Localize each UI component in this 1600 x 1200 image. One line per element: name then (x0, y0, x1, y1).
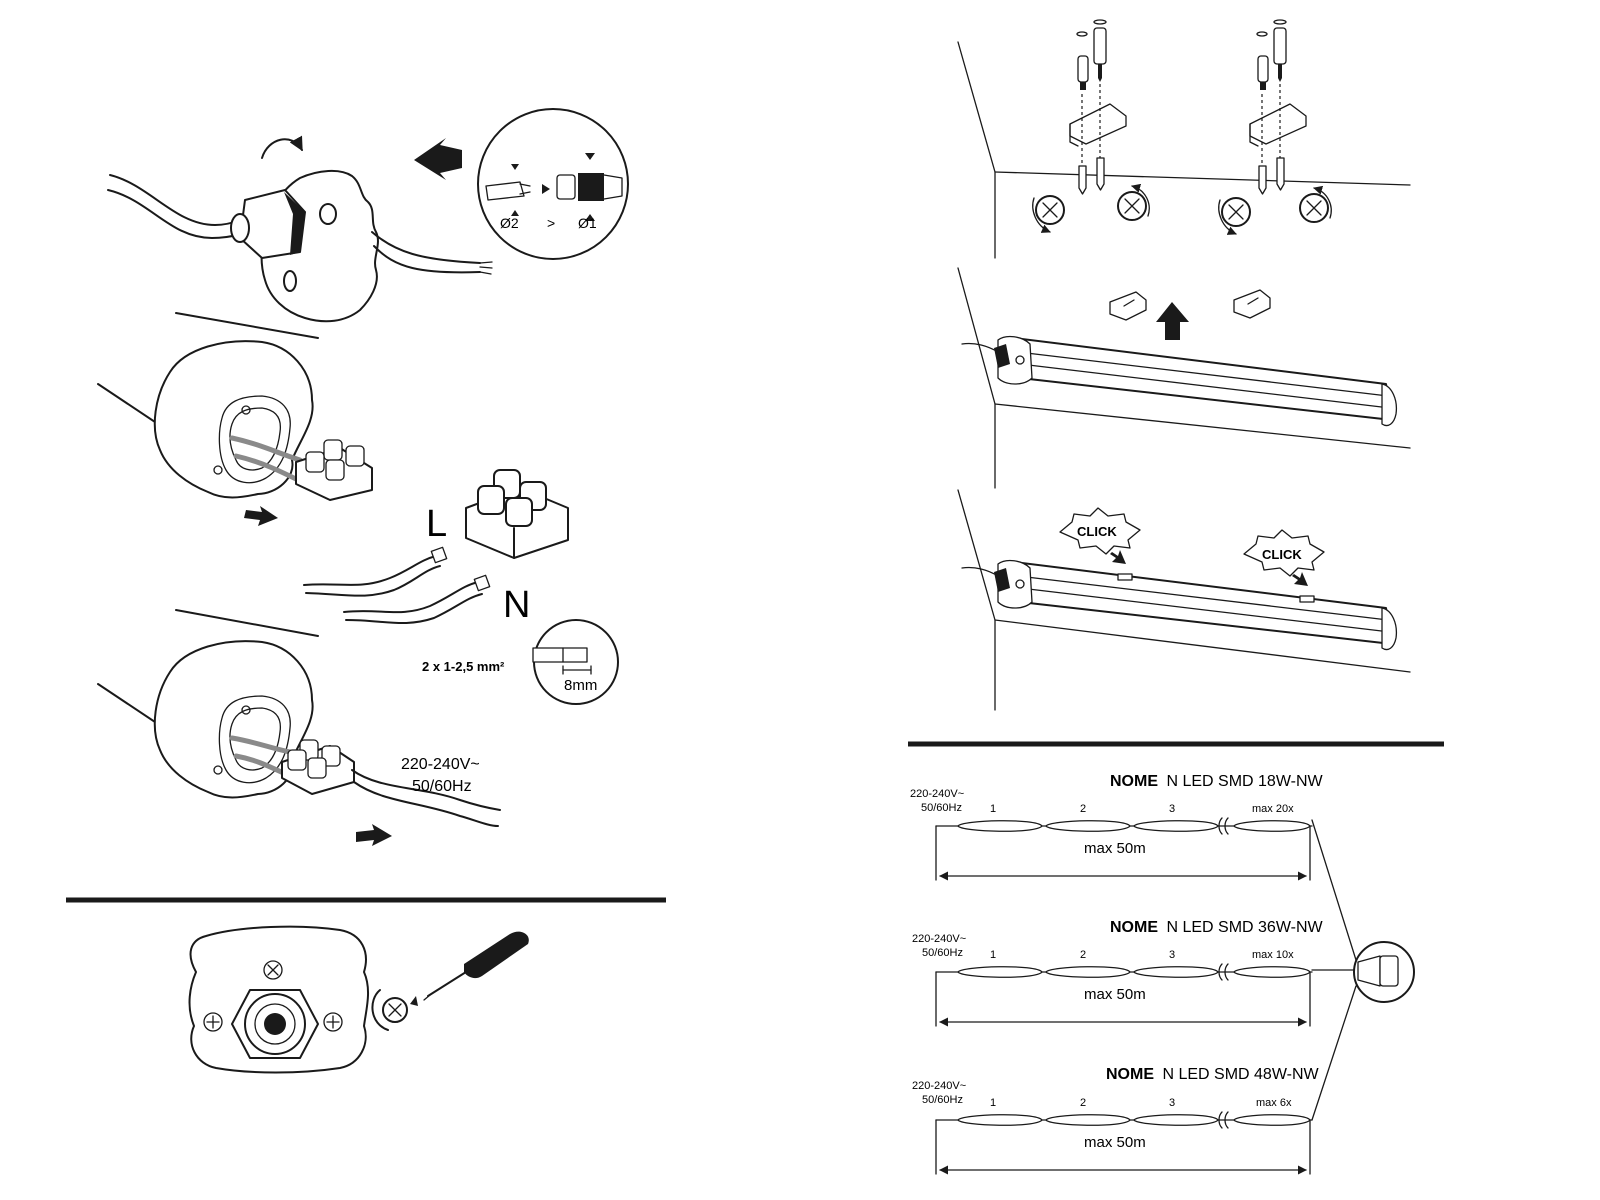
unit-label-1: 1 (990, 949, 996, 961)
step-terminal-block (97, 312, 373, 526)
chain-title-model: N LED SMD 36W-NW (1166, 919, 1323, 936)
step-fixture-click: CLICK CLICK (957, 489, 1411, 711)
step-cable-gland (107, 135, 493, 323)
supply-voltage: 220-240V~ (912, 1080, 966, 1092)
mains-voltage: 220-240V~ (401, 756, 480, 773)
gland-label-d2: Ø2 (500, 215, 519, 231)
unit-label-3: 3 (1169, 1097, 1175, 1109)
gland-compare-symbol: > (547, 215, 555, 231)
svg-text:NOME N LED SMD 36W-NW: NOME N LED SMD 36W-NW (1110, 919, 1324, 936)
click-label-2: CLICK (1262, 547, 1302, 562)
chain-title-brand: NOME (1110, 919, 1158, 936)
chain-title-model: N LED SMD 18W-NW (1166, 773, 1323, 790)
mains-frequency: 50/60Hz (412, 778, 472, 795)
supply-frequency: 50/60Hz (922, 947, 963, 959)
unit-label-2: 2 (1080, 949, 1086, 961)
through-wiring-diagram: NOME N LED SMD 18W-NW 220-240V~ 50/60Hz … (910, 773, 1415, 1175)
supply-frequency: 50/60Hz (922, 1094, 963, 1106)
chain-title-model: N LED SMD 48W-NW (1162, 1066, 1319, 1083)
neutral-label: N (503, 584, 530, 626)
strip-length: 8mm (564, 677, 597, 694)
unit-label-max: max 20x (1252, 803, 1294, 815)
unit-label-max: max 6x (1256, 1097, 1292, 1109)
step-fixture-insert (957, 267, 1411, 489)
length-label: max 50m (1084, 986, 1146, 1003)
unit-label-3: 3 (1169, 949, 1175, 961)
chain-36w: NOME N LED SMD 36W-NW 220-240V~ 50/60Hz … (912, 919, 1324, 1027)
step-end-cap-screws (188, 925, 529, 1074)
unit-label-max: max 10x (1252, 949, 1294, 961)
screwdriver-icon (423, 931, 529, 1001)
unit-label-2: 2 (1080, 803, 1086, 815)
step-mounting-clips (957, 19, 1411, 259)
gland-label-d1: Ø1 (578, 215, 597, 231)
supply-voltage: 220-240V~ (910, 788, 964, 800)
chain-48w: NOME N LED SMD 48W-NW 220-240V~ 50/60Hz … (912, 1066, 1320, 1175)
chain-title-brand: NOME (1106, 1066, 1154, 1083)
step-mains-connection: 220-240V~ 50/60Hz (97, 609, 501, 846)
screw-icon (263, 960, 283, 980)
supply-voltage: 220-240V~ (912, 933, 966, 945)
svg-text:NOME N LED SMD 18W-NW: NOME N LED SMD 18W-NW (1110, 773, 1324, 790)
length-label: max 50m (1084, 840, 1146, 857)
click-label-1: CLICK (1077, 524, 1117, 539)
unit-label-2: 2 (1080, 1097, 1086, 1109)
chain-18w: NOME N LED SMD 18W-NW 220-240V~ 50/60Hz … (910, 773, 1324, 881)
gland-detail: Ø2 > Ø1 (477, 108, 629, 260)
unit-label-3: 3 (1169, 803, 1175, 815)
live-neutral-wiring: L N 2 x 1-2,5 mm² 8mm (303, 469, 619, 705)
cable-spec: 2 x 1-2,5 mm² (422, 659, 505, 674)
supply-frequency: 50/60Hz (921, 802, 962, 814)
chain-title-brand: NOME (1110, 773, 1158, 790)
live-label: L (426, 503, 447, 545)
unit-label-1: 1 (990, 1097, 996, 1109)
length-label: max 50m (1084, 1134, 1146, 1151)
unit-label-1: 1 (990, 803, 996, 815)
svg-text:NOME N LED SMD 48W-NW: NOME N LED SMD 48W-NW (1106, 1066, 1320, 1083)
